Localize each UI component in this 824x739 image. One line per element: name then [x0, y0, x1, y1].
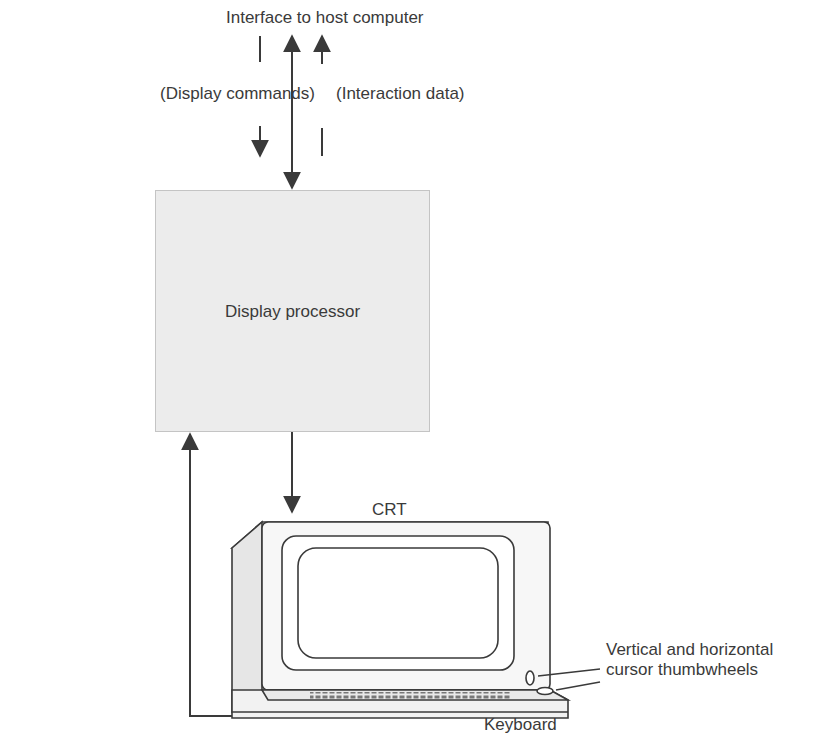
- part-label: Keyboard: [484, 715, 584, 735]
- interaction-arrow: [321, 36, 323, 64]
- command-line: [259, 36, 261, 62]
- leader-line: [538, 669, 600, 676]
- box-label: Display processor: [217, 293, 368, 330]
- leader-line: [556, 682, 600, 690]
- interface-arrow: [291, 36, 293, 188]
- signal-label: (Interaction data): [336, 84, 536, 104]
- keyboard-arrow: [190, 434, 232, 716]
- crt-arrow: [291, 432, 293, 512]
- processor-box: Display processor: [155, 190, 430, 432]
- signal-label: (Display commands): [115, 84, 315, 104]
- interface-label: Interface to host computer: [226, 8, 486, 28]
- part-label: CRT: [372, 500, 432, 520]
- interaction-line: [321, 128, 323, 156]
- part-label: Vertical and horizontal cursor thumbwhee…: [606, 640, 806, 680]
- command-arrow: [259, 126, 261, 156]
- terminal-illustration: [232, 522, 600, 718]
